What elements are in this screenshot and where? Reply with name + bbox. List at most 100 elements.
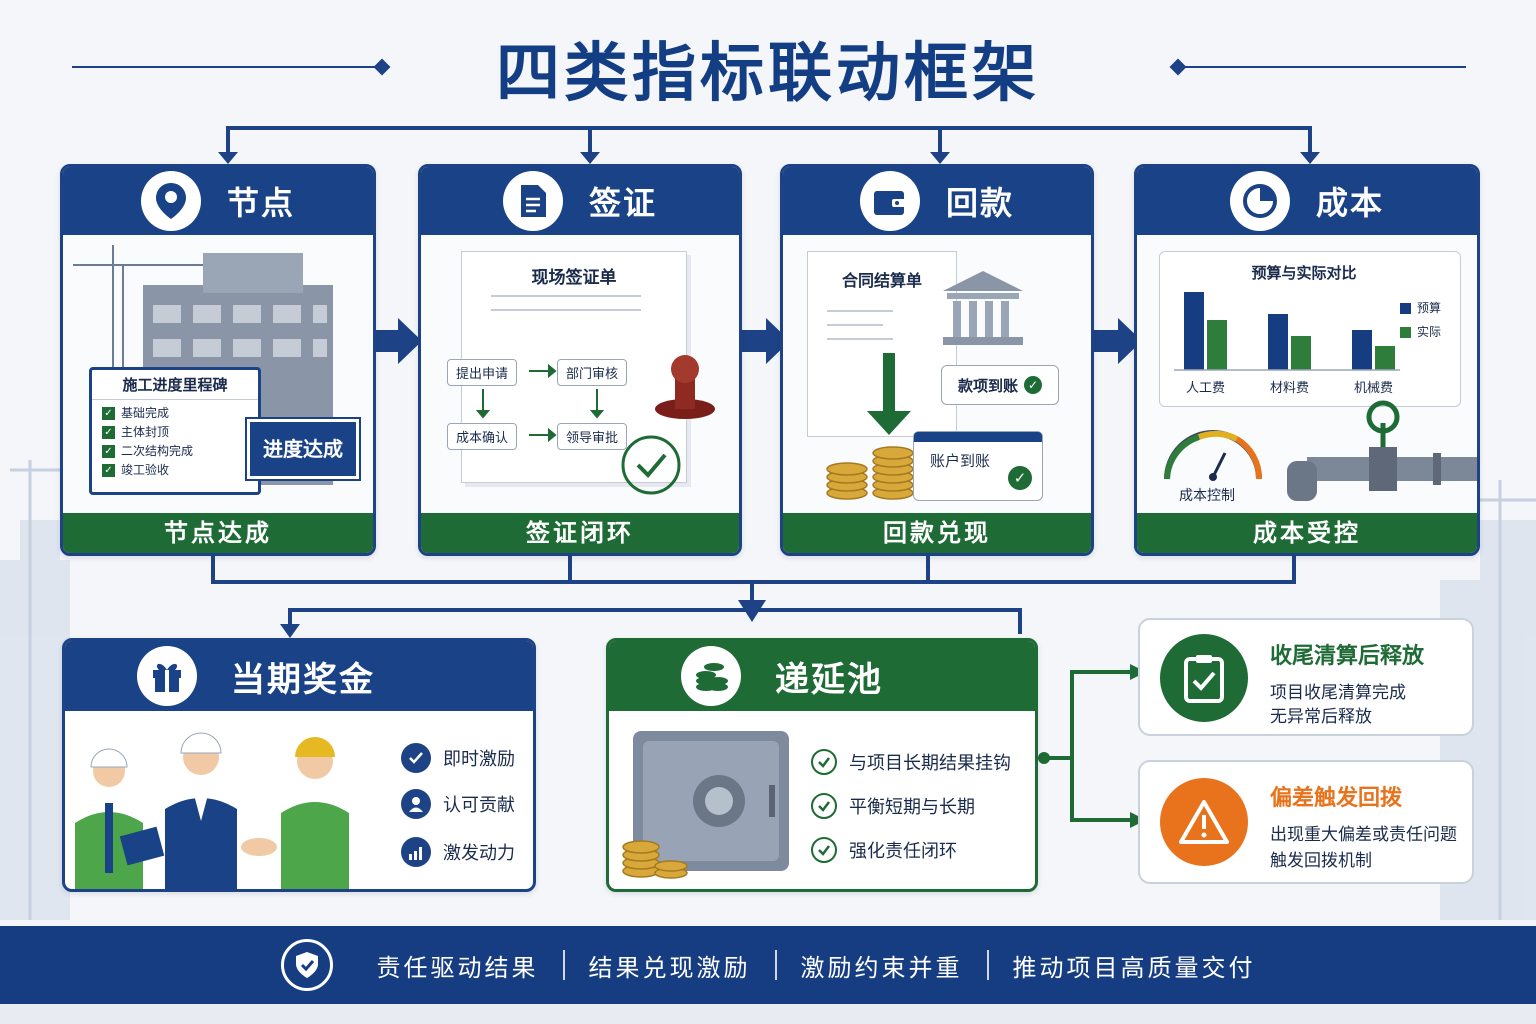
- card-visa-title: 签证: [588, 184, 657, 222]
- card-node-title: 节点: [226, 184, 295, 222]
- shield-icon: [280, 939, 333, 991]
- handshake-illustration: [75, 732, 349, 889]
- gauge-and-pipe: [1164, 400, 1477, 501]
- card-visa-header: 签证: [421, 167, 739, 235]
- checkbox-icon: ✓: [102, 426, 115, 439]
- card-cost-title: 成本: [1315, 184, 1384, 222]
- bank-icon: [943, 271, 1023, 345]
- approved-check-icon: [621, 435, 681, 495]
- pie-chart-icon: [1229, 171, 1290, 231]
- arrow-node-to-visa: [372, 318, 422, 364]
- document-icon: [502, 171, 563, 231]
- bar-budget-2: [1352, 330, 1372, 370]
- clipboard-check-icon: [1160, 634, 1248, 722]
- bar-actual-2: [1375, 346, 1395, 370]
- bar-actual-0: [1207, 320, 1227, 370]
- checkbox-icon: ✓: [102, 464, 115, 477]
- milestone-item: ✓基础完成: [102, 404, 248, 423]
- wallet-icon: [859, 171, 920, 231]
- account-card-label: 账户到账: [930, 452, 991, 470]
- growth-chart-icon: [401, 837, 431, 867]
- panel-bonus: 当期奖金 即时激励 认可贡献 激发动力: [62, 638, 536, 892]
- check-circle-icon: [811, 837, 837, 863]
- card-node: 节点 施工进度里程碑 ✓基础完成 ✓主体封顶 ✓二次结构完成 ✓竣工验收: [60, 164, 376, 556]
- gauge-icon: [1164, 430, 1263, 481]
- footer-divider: [562, 950, 565, 980]
- bonus-item-instant: 即时激励: [401, 743, 515, 773]
- legend-swatch-budget: [1400, 302, 1411, 314]
- page-title: 四类指标联动框架: [496, 37, 1040, 111]
- cost-bar-chart: 人工费材料费机械费: [1174, 292, 1400, 396]
- bonus-item-recognize: 认可贡献: [401, 789, 515, 819]
- form-line: [491, 295, 641, 297]
- bar-actual-1: [1291, 336, 1311, 370]
- worker-middle: [165, 732, 237, 889]
- footer-banner: 责任驱动结果 结果兑现激励 激励约束并重 推动项目高质量交付: [0, 926, 1536, 1004]
- x-tick-label: 材料费: [1270, 381, 1309, 396]
- panel-pool-title: 递延池: [775, 659, 883, 700]
- card-cost: 成本 预算与实际对比 人工费材料费机械费 预算 实际: [1134, 164, 1480, 556]
- release-title: 收尾清算后释放: [1270, 644, 1425, 669]
- chart-title: 预算与实际对比: [1251, 264, 1357, 282]
- bonus-item-motivate: 激发动力: [401, 837, 515, 867]
- flow-step-approve: 领导审批: [557, 423, 628, 450]
- coin-stacks-icon: [826, 446, 914, 500]
- footer-strip: [0, 1004, 1536, 1024]
- clawback-title: 偏差触发回拨: [1270, 786, 1403, 811]
- milestone-item: ✓主体封顶: [102, 423, 248, 442]
- progress-sign: 进度达成: [245, 417, 361, 481]
- account-card: 账户到账 ✓: [913, 431, 1043, 501]
- bar-chart-panel: 预算与实际对比 人工费材料费机械费 预算 实际: [1159, 251, 1461, 407]
- milestone-item: ✓竣工验收: [102, 461, 248, 480]
- check-circle-icon: [811, 749, 837, 775]
- milestone-board-title: 施工进度里程碑: [92, 370, 258, 400]
- card-node-header: 节点: [63, 167, 373, 235]
- footer-slogan-4: 推动项目高质量交付: [1012, 953, 1256, 982]
- chart-legend: 预算 实际: [1400, 296, 1441, 344]
- card-payment-header: 回款: [783, 167, 1091, 235]
- milestone-board: 施工进度里程碑 ✓基础完成 ✓主体封顶 ✓二次结构完成 ✓竣工验收: [89, 367, 261, 495]
- footer-divider: [986, 950, 989, 980]
- card-visa: 签证 现场签证单 提出申请 部门审核 成本确认 领导审批 签证闭环: [418, 164, 742, 556]
- arrow-visa-to-payment: [740, 318, 790, 364]
- checkbox-icon: ✓: [102, 445, 115, 458]
- pool-item-balance: 平衡短期与长期: [811, 793, 975, 819]
- clawback-line-2: 触发回拨机制: [1270, 851, 1372, 871]
- panel-bonus-header: 当期奖金: [65, 641, 533, 711]
- legend-budget: 预算: [1417, 301, 1442, 315]
- coin-stack-icon: [622, 840, 688, 879]
- check-circle-icon: [811, 793, 837, 819]
- form-line: [491, 309, 641, 311]
- milestone-item: ✓二次结构完成: [102, 442, 248, 461]
- release-line-2: 无异常后释放: [1270, 707, 1372, 727]
- card-cost-footer: 成本受控: [1137, 513, 1477, 553]
- payment-illustration: [826, 271, 1023, 500]
- release-line-1: 项目收尾清算完成: [1270, 683, 1406, 703]
- settlement-title: 合同结算单: [841, 271, 922, 290]
- checkbox-icon: ✓: [102, 407, 115, 420]
- badge-received: 款项到账 ✓: [941, 365, 1059, 405]
- bar-budget-0: [1184, 292, 1204, 370]
- worker-right: [281, 737, 349, 889]
- title-rule-right: [1178, 66, 1466, 68]
- release-box: 收尾清算后释放 项目收尾清算完成 无异常后释放: [1138, 618, 1474, 736]
- x-tick-label: 人工费: [1186, 381, 1225, 396]
- clawback-box: 偏差触发回拨 出现重大偏差或责任问题 触发回拨机制: [1138, 760, 1474, 884]
- card-payment: 回款 合同结算单 款项到账 ✓ 账: [780, 164, 1094, 556]
- worker-left: [75, 748, 165, 889]
- check-circle-icon: ✓: [1024, 376, 1042, 394]
- person-icon: [401, 789, 431, 819]
- flow-step-apply: 提出申请: [447, 359, 518, 386]
- footer-slogan-3: 激励约束并重: [800, 953, 963, 982]
- card-visa-footer: 签证闭环: [421, 513, 739, 553]
- footer-slogan-2: 结果兑现激励: [588, 953, 751, 982]
- flow-step-review: 部门审核: [557, 359, 628, 386]
- check-circle-icon: [401, 743, 431, 773]
- valve-pipe-icon: [1287, 400, 1477, 501]
- legend-actual: 实际: [1417, 325, 1442, 339]
- visa-form-title: 现场签证单: [531, 268, 617, 288]
- stamp-icon: [655, 355, 715, 419]
- coins-icon: [681, 646, 741, 706]
- clawback-line-1: 出现重大偏差或责任问题: [1270, 825, 1457, 845]
